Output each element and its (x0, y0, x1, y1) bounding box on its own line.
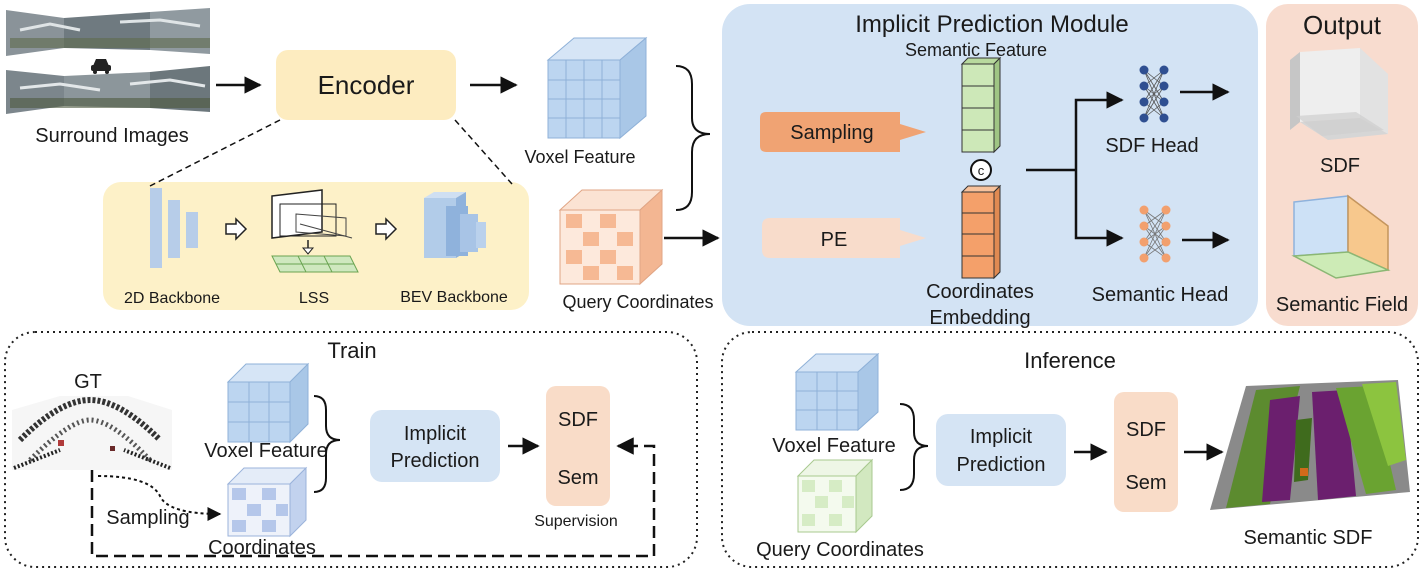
inference-voxel-feature-cube (794, 352, 880, 432)
train-gt-label: GT (74, 371, 102, 393)
bev-backbone-label: BEV Backbone (400, 289, 508, 306)
voxel-feature-cube (546, 36, 648, 140)
output-title: Output (1303, 10, 1382, 40)
train-voxel-feature-cube (226, 362, 310, 444)
supervision-sem-label: Sem (557, 467, 598, 489)
supervision-box (546, 386, 610, 506)
sampling-label: Sampling (790, 122, 873, 144)
car-icon (91, 59, 111, 74)
train-implicit-label-1: Implicit (404, 423, 467, 445)
semantic-head-label: Semantic Head (1092, 284, 1229, 306)
concat-operator (970, 159, 992, 181)
train-brace-top (313, 395, 341, 441)
semantic-sdf-label: Semantic SDF (1244, 527, 1373, 549)
coordinates-embedding-stack (960, 184, 1002, 280)
inference-brace-top (899, 403, 929, 447)
hollow-arrow-2 (375, 217, 398, 241)
encoder-label: Encoder (318, 70, 415, 100)
encoder-zoom-line-left (149, 119, 281, 187)
gt-point-cloud (12, 396, 172, 470)
inference-sdf-label: SDF (1126, 419, 1166, 441)
supervision-sdf-label: SDF (558, 409, 598, 431)
coordinates-embedding-label-1: Coordinates (926, 281, 1034, 303)
encoder-box (276, 50, 456, 120)
inference-result-box (1114, 392, 1178, 512)
supervision-label: Supervision (534, 513, 618, 530)
train-title: Train (327, 338, 376, 363)
branch-to-semantic-head (1074, 170, 1124, 247)
train-brace-bottom (313, 439, 341, 493)
sdf-output-label: SDF (1320, 155, 1360, 177)
train-implicit-label-2: Prediction (391, 450, 480, 472)
lss-icon (271, 189, 359, 273)
pe-tag (762, 218, 926, 258)
bev-backbone-icon (424, 192, 486, 258)
inference-implicit-prediction-box (936, 414, 1066, 486)
semantic-feature-stack (960, 56, 1002, 154)
sdf-head-network (1139, 65, 1169, 123)
query-coordinates-label: Query Coordinates (562, 292, 713, 312)
train-implicit-prediction-box (370, 410, 500, 482)
merge-brace-top (675, 65, 711, 135)
encoder-zoom-line-right (454, 119, 513, 185)
backbone-2d-icon (150, 188, 198, 268)
sdf-output-shape (1290, 48, 1388, 140)
branch-to-sdf-head (1074, 91, 1124, 170)
inference-query-coordinates-label: Query Coordinates (756, 539, 924, 561)
inference-panel (721, 331, 1419, 568)
lss-label: LSS (299, 290, 329, 307)
inference-implicit-label-1: Implicit (970, 426, 1033, 448)
pe-label: PE (821, 229, 848, 251)
inference-brace-bottom (899, 445, 929, 491)
backbone-2d-label: 2D Backbone (124, 290, 220, 307)
semantic-sdf-scene (1210, 380, 1410, 510)
surround-images-icon (6, 8, 210, 114)
semantic-field-output-shape (1291, 194, 1391, 279)
query-coordinates-cube (558, 188, 664, 286)
inference-sem-label: Sem (1125, 472, 1166, 494)
backbone-panel (103, 182, 529, 310)
coordinates-embedding-label-2: Embedding (929, 307, 1030, 329)
inference-query-coordinates-cube (796, 458, 874, 534)
semantic-head-network (1139, 205, 1171, 263)
train-voxel-feature-label: Voxel Feature (204, 440, 327, 462)
train-coordinates-label: Coordinates (208, 537, 316, 559)
ipm-title: Implicit Prediction Module (855, 11, 1128, 38)
voxel-feature-label: Voxel Feature (524, 147, 635, 167)
sampling-dotted-arrow (97, 475, 222, 521)
concat-symbol: c (978, 163, 985, 178)
train-sampling-label: Sampling (106, 507, 189, 529)
semantic-feature-label: Semantic Feature (905, 40, 1047, 60)
semantic-field-output-label: Semantic Field (1276, 294, 1408, 316)
inference-title: Inference (1024, 348, 1116, 373)
inference-implicit-label-2: Prediction (957, 454, 1046, 476)
gt-feedback-loop (90, 437, 656, 558)
sdf-head-label: SDF Head (1105, 135, 1198, 157)
sampling-tag (760, 112, 926, 152)
surround-images-label: Surround Images (35, 125, 188, 147)
merge-brace-bottom (675, 133, 711, 211)
inference-voxel-feature-label: Voxel Feature (772, 435, 895, 457)
train-coordinates-cube (226, 466, 308, 538)
hollow-arrow-1 (225, 217, 248, 241)
